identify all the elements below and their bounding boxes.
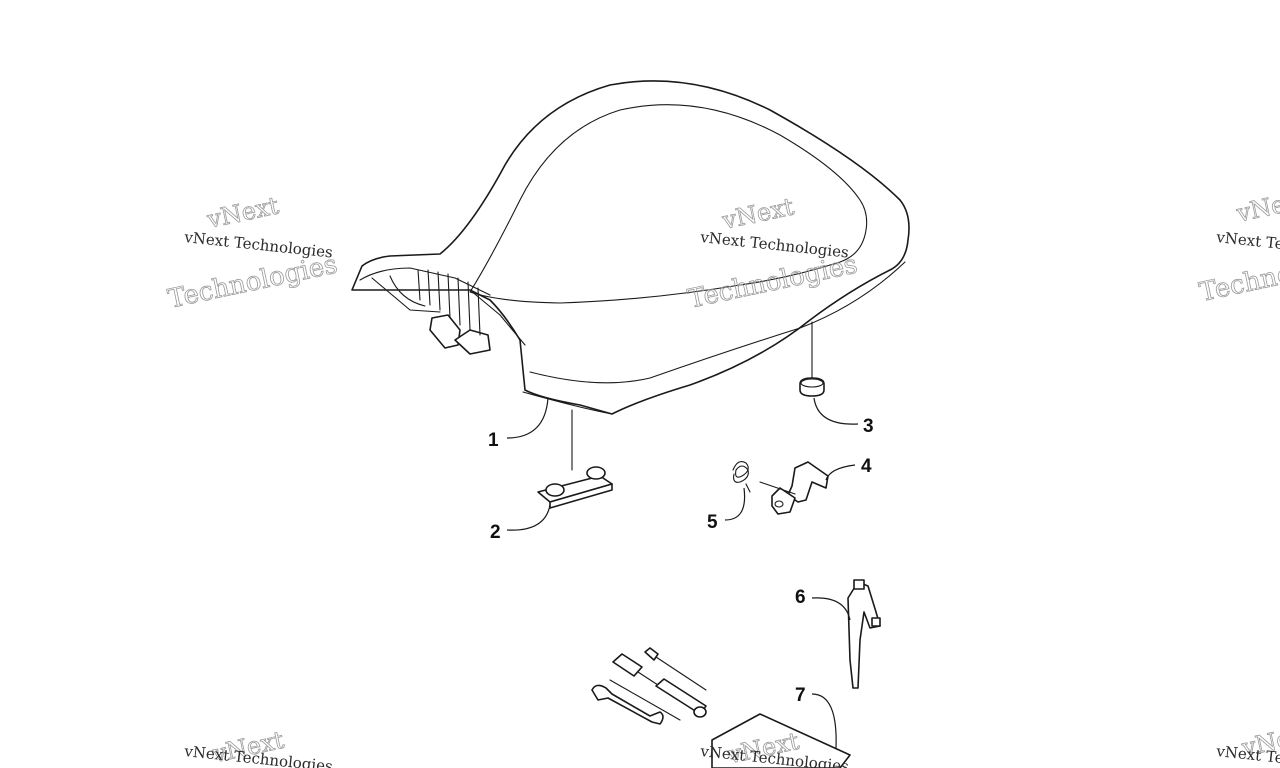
- callout-4: 4: [861, 456, 872, 477]
- seat-bracket: [537, 409, 613, 509]
- watermark-label: vNext Technologies: [183, 228, 334, 262]
- watermark-big: vNext: [204, 191, 282, 234]
- watermark-label: vNext Technologies: [1215, 228, 1280, 262]
- leader-lines: [506, 397, 859, 749]
- tool-kit: [591, 647, 851, 768]
- callout-5: 5: [707, 512, 718, 533]
- callout-2: 2: [490, 522, 501, 543]
- callout-7: 7: [795, 685, 806, 706]
- callout-1: 1: [488, 430, 499, 451]
- callout-3: 3: [863, 416, 874, 437]
- grommet: [799, 321, 825, 397]
- latch: [759, 461, 829, 515]
- callout-6: 6: [795, 587, 806, 608]
- seat: [351, 80, 910, 415]
- watermark-large: Technologies: [1197, 243, 1280, 308]
- strap: [847, 579, 881, 689]
- watermark-big: vNext: [1233, 185, 1280, 228]
- spring: [732, 461, 751, 493]
